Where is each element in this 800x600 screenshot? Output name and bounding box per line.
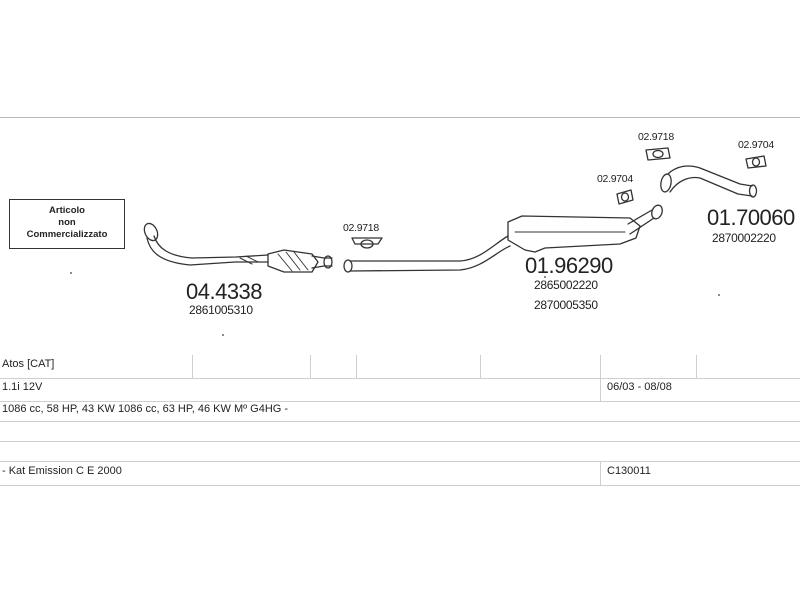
column-divider: [480, 355, 481, 378]
note-line-3: Commercializzato: [26, 229, 108, 240]
column-divider: [600, 355, 601, 378]
oem-front-pipe: 2861005310: [189, 303, 253, 317]
table-row-empty: [0, 421, 800, 442]
model-cell: Atos [CAT]: [2, 358, 55, 370]
table-row-emission: - Kat Emission C E 2000 C130011: [0, 461, 800, 486]
mark-dot: [222, 334, 224, 336]
part-number-gasket-mid[interactable]: 02.9718: [343, 222, 379, 234]
exhaust-diagram: [142, 147, 767, 273]
front-pipe-drawing[interactable]: [142, 221, 333, 273]
part-number-middle-silencer[interactable]: 01.96290: [525, 253, 613, 278]
table-row-specs: 1086 cc, 58 HP, 43 KW 1086 cc, 63 HP, 46…: [0, 401, 800, 422]
engine-cell: 1.1i 12V: [2, 381, 43, 393]
middle-silencer-drawing[interactable]: [343, 204, 664, 273]
part-number-gasket-tail[interactable]: 02.9704: [738, 139, 774, 151]
table-row-blank: [0, 441, 800, 462]
gasket-tail-drawing[interactable]: [745, 155, 767, 169]
column-divider: [600, 461, 601, 485]
mark-dot: [544, 276, 546, 278]
column-divider: [696, 355, 697, 378]
dates-cell: 06/03 - 08/08: [607, 381, 672, 393]
not-sold-note: Articolo non Commercializzato: [9, 199, 125, 249]
note-line-2: non: [58, 217, 76, 228]
mark-dot: [70, 272, 72, 274]
column-divider: [310, 355, 311, 378]
column-divider: [600, 378, 601, 401]
specs-cell: 1086 cc, 58 HP, 43 KW 1086 cc, 63 HP, 46…: [2, 403, 289, 415]
table-row-engine: 1.1i 12V 06/03 - 08/08: [0, 378, 800, 402]
gasket-rear-b-drawing[interactable]: [645, 147, 671, 161]
oem-middle-silencer-1: 2865002220: [534, 278, 598, 292]
gasket-rear-a-drawing[interactable]: [616, 189, 634, 205]
part-number-gasket-rear-b[interactable]: 02.9718: [638, 131, 674, 143]
mark-dot: [718, 294, 720, 296]
gasket-mid-drawing[interactable]: [351, 237, 383, 249]
part-number-gasket-rear-a[interactable]: 02.9704: [597, 173, 633, 185]
column-divider: [192, 355, 193, 378]
part-number-front-pipe[interactable]: 04.4338: [186, 279, 263, 304]
oem-middle-silencer-2: 2870005350: [534, 298, 598, 312]
emission-cell: - Kat Emission C E 2000: [2, 465, 122, 477]
code-cell: C130011: [607, 465, 651, 477]
rear-pipe-drawing[interactable]: [660, 165, 758, 198]
table-row-model: Atos [CAT]: [0, 355, 800, 379]
note-line-1: Articolo: [49, 205, 85, 216]
part-number-rear-pipe[interactable]: 01.70060: [707, 205, 795, 230]
column-divider: [356, 355, 357, 378]
oem-rear-pipe: 2870002220: [712, 231, 776, 245]
frame-top-border: [0, 117, 800, 118]
